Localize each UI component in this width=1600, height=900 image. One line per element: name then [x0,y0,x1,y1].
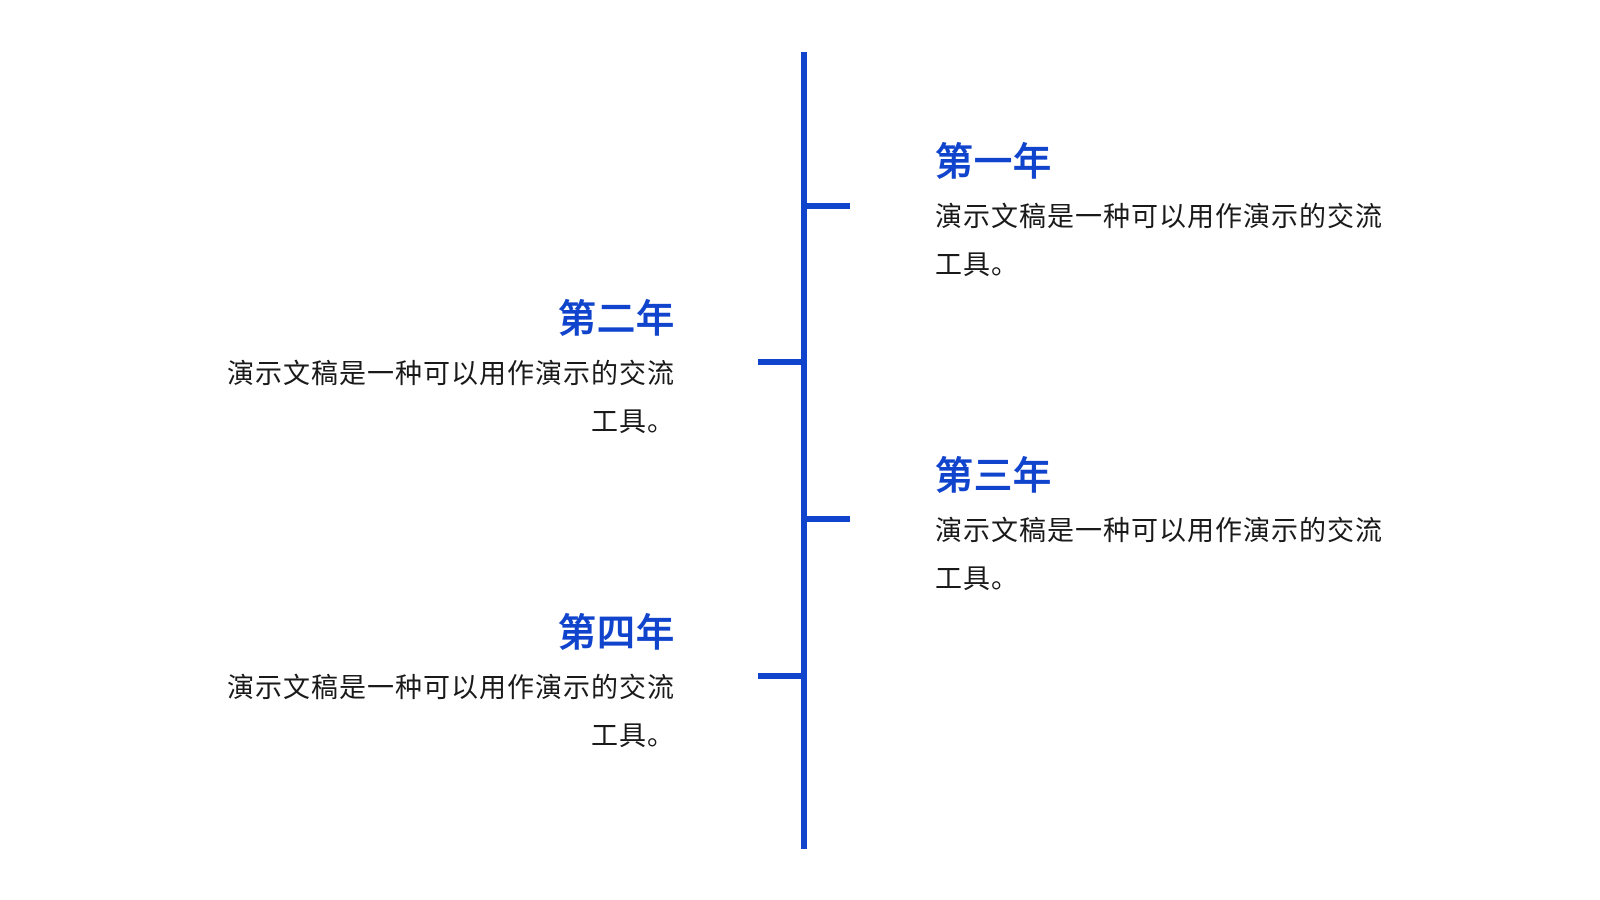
timeline-tick-4 [758,673,804,679]
entry-description: 演示文稿是一种可以用作演示的交流工具。 [227,673,675,752]
timeline-entry-2: 第二年 演示文稿是一种可以用作演示的交流工具。 [215,293,675,447]
timeline-axis [801,52,807,849]
timeline-entry-1: 第一年 演示文稿是一种可以用作演示的交流工具。 [935,136,1395,290]
timeline-tick-1 [804,203,850,209]
timeline-tick-3 [804,516,850,522]
entry-description: 演示文稿是一种可以用作演示的交流工具。 [935,516,1383,595]
entry-year: 第二年 [557,297,675,341]
entry-year: 第四年 [557,611,675,655]
entry-description: 演示文稿是一种可以用作演示的交流工具。 [935,202,1383,281]
timeline-entry-3: 第三年 演示文稿是一种可以用作演示的交流工具。 [935,450,1395,604]
entry-year: 第三年 [935,454,1053,498]
timeline-tick-2 [758,359,804,365]
entry-description: 演示文稿是一种可以用作演示的交流工具。 [227,359,675,438]
timeline-entry-4: 第四年 演示文稿是一种可以用作演示的交流工具。 [215,607,675,761]
entry-year: 第一年 [935,140,1053,184]
